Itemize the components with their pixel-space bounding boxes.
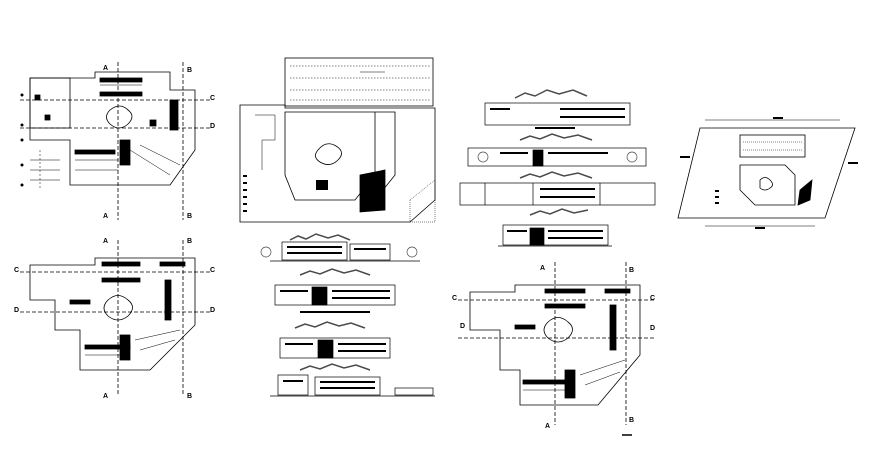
parking-area	[284, 57, 434, 107]
plan-2-labels: A B C C D D A B	[14, 238, 215, 400]
plan-3-label-a-top: A	[540, 265, 545, 272]
plan-3-label-b-top: B	[629, 267, 634, 274]
floor-plan-1	[20, 62, 212, 220]
site-courtyard	[315, 143, 342, 165]
plan-1-wing	[29, 77, 71, 129]
tree-icon	[406, 246, 418, 258]
elevation-4	[270, 363, 435, 397]
tree-icon	[626, 151, 638, 163]
plan-2-label-c-left: C	[14, 267, 19, 274]
plan-2-outline	[29, 257, 196, 371]
site-location-plan	[677, 117, 858, 229]
plan-1-label-d: D	[210, 123, 215, 130]
floor-plan-3	[458, 262, 655, 436]
plan-3-label-d-right: D	[650, 325, 655, 332]
plan-3-outline	[469, 284, 641, 406]
plan-3-courtyard	[543, 317, 573, 343]
location-parking	[739, 134, 806, 158]
plan-3-label-c-left: C	[452, 295, 457, 302]
elevation-6	[467, 133, 647, 167]
plan-1-label-b-top: B	[187, 67, 192, 74]
site-boundary	[239, 104, 436, 223]
elevations-right	[459, 89, 656, 247]
plan-3-label-a-bottom: A	[545, 423, 550, 430]
plan-3-label-b-bottom: B	[629, 417, 634, 424]
elevation-5	[484, 89, 631, 129]
elevation-8	[498, 208, 612, 247]
plan-2-label-a-bottom: A	[103, 393, 108, 400]
section-7	[459, 171, 656, 206]
site-parcel	[677, 127, 856, 219]
plan-2-courtyard	[103, 295, 133, 321]
plan-2-label-d-right: D	[210, 307, 215, 314]
elevations-center	[260, 233, 435, 397]
plan-3-label-c-right: C	[650, 295, 655, 302]
plan-1-label-b-bottom: B	[187, 213, 192, 220]
plan-2-label-b-bottom: B	[187, 393, 192, 400]
plan-2-label-c-right: C	[210, 267, 215, 274]
hatched-roof	[359, 169, 386, 213]
floor-plan-2	[20, 240, 212, 395]
plan-1-label-a-top: A	[103, 65, 108, 72]
plan-1-labels: A B C D A B	[103, 65, 215, 220]
elevation-3	[279, 321, 391, 359]
site-plan	[239, 57, 436, 223]
tree-icon	[260, 246, 272, 258]
plan-1-label-c: C	[210, 95, 215, 102]
location-building	[739, 164, 796, 206]
plan-2-label-b-top: B	[187, 238, 192, 245]
elevation-2	[274, 268, 396, 313]
elevation-1	[260, 233, 420, 262]
plan-3-labels: A B C C D D A B	[452, 265, 655, 430]
plan-2-label-d-left: D	[14, 307, 19, 314]
plan-1-label-a-bottom: A	[103, 213, 108, 220]
tree-icon	[477, 151, 489, 163]
plan-1-courtyard	[106, 105, 133, 129]
plan-2-label-a-top: A	[103, 238, 108, 245]
plan-1-outline	[29, 71, 196, 186]
location-courtyard	[759, 177, 773, 191]
plan-3-label-d-left: D	[460, 323, 465, 330]
